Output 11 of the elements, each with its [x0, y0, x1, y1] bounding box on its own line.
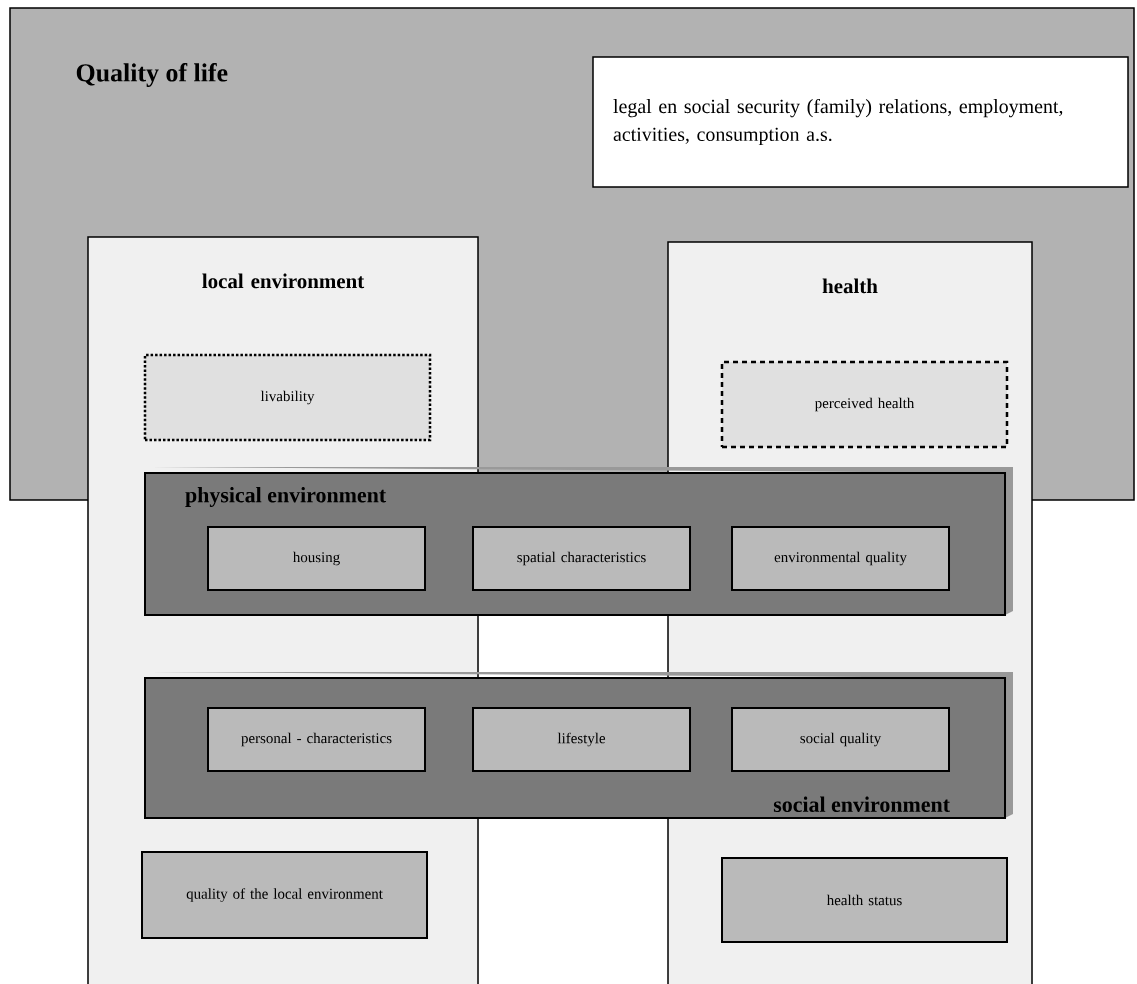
item-box: quality of the local environment	[141, 851, 428, 939]
dotted-box: livability	[143, 353, 432, 442]
item-box: housing	[207, 526, 426, 591]
item-box: social quality	[731, 707, 950, 772]
item-box: personal - characteristics	[207, 707, 426, 772]
item-box: spatial characteristics	[472, 526, 691, 591]
text-box: legal en social security (family) relations, employment, activities, consumption a.s.	[592, 56, 1129, 188]
item-box: health status	[721, 857, 1008, 943]
dashed-box: perceived health	[720, 360, 1009, 449]
item-box: environmental quality	[731, 526, 950, 591]
item-box: lifestyle	[472, 707, 691, 772]
